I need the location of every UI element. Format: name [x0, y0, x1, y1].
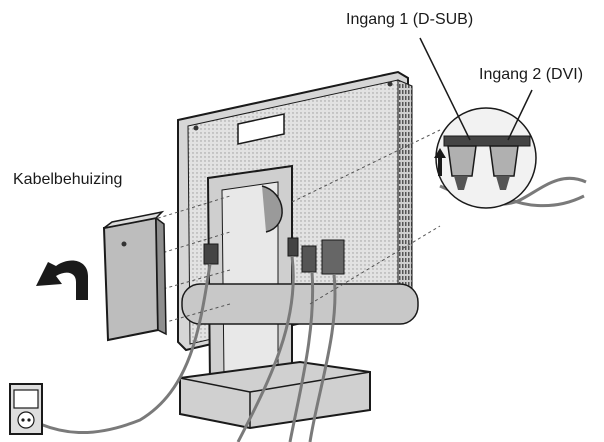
power-outlet-icon [9, 383, 43, 435]
curved-arrow-left-icon [36, 260, 88, 300]
input1-dsub-label: Ingang 1 (D-SUB) [346, 11, 474, 28]
leader-lines [419, 37, 533, 141]
monitor-connectors [203, 237, 345, 275]
input2-dvi-label: Ingang 2 (DVI) [479, 66, 584, 83]
cable-cover [102, 210, 167, 342]
cable-cover-label: Kabelbehuizing [13, 171, 123, 188]
monitor-stand [179, 164, 419, 430]
connector-detail-inset [434, 107, 537, 209]
